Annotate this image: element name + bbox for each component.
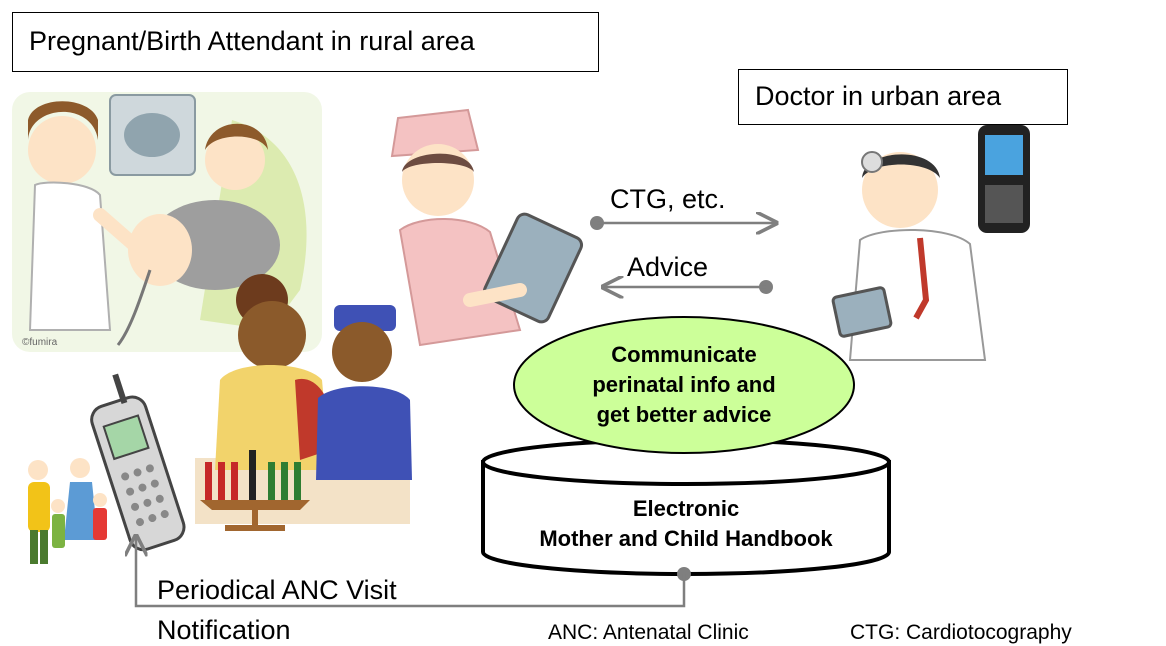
footnote-anc: ANC: Antenatal Clinic [548, 621, 749, 644]
handbook-text: Electronic Mother and Child Handbook [483, 494, 889, 554]
family-illustration [28, 458, 107, 564]
advice-arrow [603, 280, 773, 294]
footnote-ctg: CTG: Cardiotocography [850, 621, 1072, 644]
doctor-with-tablet-illustration [831, 151, 987, 361]
notification-arrow [136, 536, 691, 608]
ctg-arrow [590, 216, 776, 230]
urban-label: Doctor in urban area [755, 81, 1002, 111]
rural-label: Pregnant/Birth Attendant in rural area [29, 26, 475, 56]
handbook-line-2: Mother and Child Handbook [539, 526, 833, 551]
notification-label-line-2: Notification [157, 615, 291, 645]
handbook-database-cylinder [481, 438, 891, 576]
rural-label-box: Pregnant/Birth Attendant in rural area [12, 12, 599, 72]
bubble-line-2: perinatal info and [592, 372, 776, 397]
couple-lighting-candles-illustration [195, 274, 412, 531]
advice-bubble [513, 316, 855, 454]
advice-arrow-label: Advice [627, 252, 709, 282]
bubble-text: Communicate perinatal info and get bette… [514, 340, 854, 430]
notification-label-line-1: Periodical ANC Visit [157, 575, 397, 605]
nurse-with-tablet-illustration [390, 108, 584, 347]
bubble-line-3: get better advice [596, 402, 772, 427]
handbook-line-1: Electronic [632, 496, 740, 521]
ultrasound-credit: ©fumira [22, 337, 58, 348]
ctg-arrow-label: CTG, etc. [610, 184, 726, 214]
bubble-line-1: Communicate [611, 342, 757, 367]
urban-label-box: Doctor in urban area [738, 69, 1068, 125]
smartphone-icon [978, 125, 1030, 233]
mobile-phone-icon [90, 373, 186, 552]
